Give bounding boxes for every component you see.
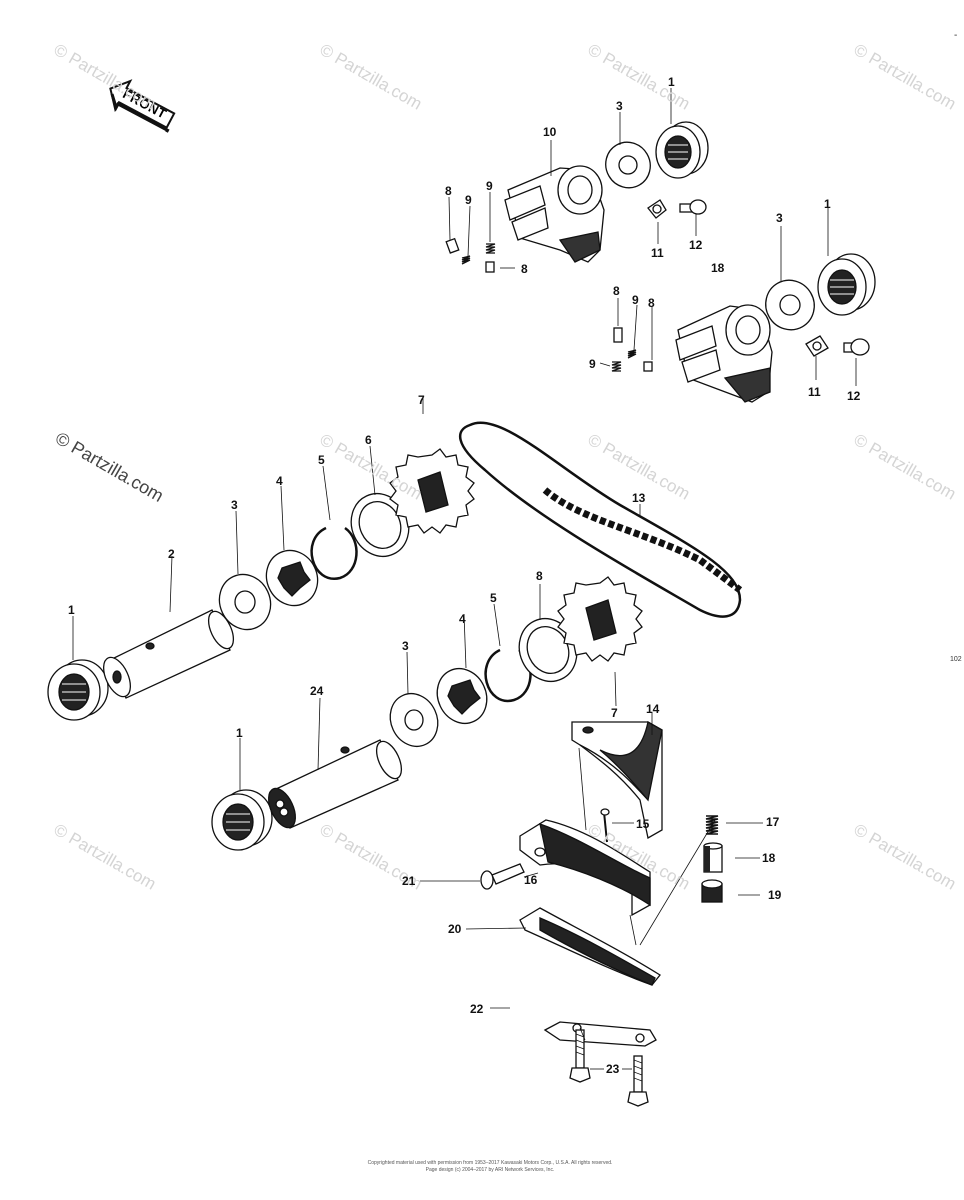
tensioner-body-18: [675, 304, 773, 403]
callout-part-number[interactable]: 9: [632, 293, 639, 307]
callout-part-number[interactable]: 9: [486, 179, 493, 193]
callout-part-number[interactable]: 21: [402, 874, 416, 888]
callout-part-number[interactable]: 13: [632, 491, 646, 505]
front-arrow-badge: FRONT: [99, 70, 183, 140]
spring-9-right: [611, 349, 637, 372]
plate-4-lower: [436, 668, 488, 724]
callout-part-number[interactable]: 9: [465, 193, 472, 207]
bolt-23-left: [569, 1029, 591, 1083]
front-arrow-icon: [109, 79, 176, 133]
callout-part-number[interactable]: 7: [611, 706, 618, 720]
shaft-2: [103, 609, 235, 699]
callout-part-number[interactable]: 3: [402, 639, 409, 653]
callout-part-number[interactable]: 1: [236, 726, 243, 740]
callout-part-number[interactable]: 8: [536, 569, 543, 583]
shaft-24: [268, 739, 403, 829]
callout-part-number[interactable]: 6: [365, 433, 372, 447]
callout-part-number[interactable]: 4: [459, 612, 466, 626]
pin-15: [600, 808, 610, 843]
copyright-notice: Copyrighted material used with permissio…: [340, 1160, 640, 1174]
ring-6-lower: [518, 618, 578, 682]
bracket-22: [543, 1021, 657, 1047]
bolt-12-right: [843, 338, 870, 356]
callout-part-number[interactable]: 22: [470, 1002, 484, 1016]
ring-6-upper: [350, 493, 410, 557]
callout-part-number[interactable]: 1: [824, 197, 831, 211]
callout-part-number[interactable]: 12: [689, 238, 703, 252]
callout-part-number[interactable]: 24: [310, 684, 324, 698]
callout-part-number[interactable]: 5: [318, 453, 325, 467]
guide-14: [571, 720, 663, 840]
copyright-line-1: Copyrighted material used with permissio…: [367, 1160, 613, 1166]
bearing-1-right: [817, 253, 876, 316]
callout-part-number[interactable]: 2: [168, 547, 175, 561]
callout-part-number[interactable]: 16: [524, 873, 538, 887]
assembly-lines: [578, 747, 716, 1041]
pin-8-right: [613, 327, 653, 372]
callout-part-number[interactable]: 3: [616, 99, 623, 113]
nut-11-top: [647, 199, 667, 219]
edge-code: 102: [950, 656, 962, 663]
leader-lines: [72, 88, 857, 1070]
callout-part-number[interactable]: 17: [766, 815, 780, 829]
callout-part-number[interactable]: 11: [651, 246, 664, 260]
bolt-23-right: [627, 1055, 649, 1107]
nut-11-right: [805, 335, 829, 357]
callout-part-number[interactable]: 20: [448, 922, 462, 936]
sprocket-7-upper: [389, 448, 475, 534]
washer-3-lower: [389, 693, 439, 747]
spring-9-top: [461, 243, 496, 265]
pad-20: [519, 907, 661, 986]
callout-part-number[interactable]: 8: [445, 184, 452, 198]
bolt-21: [480, 863, 525, 890]
plate-4-upper: [265, 549, 319, 607]
bolt-12-top: [679, 199, 707, 215]
callout-part-number[interactable]: 10: [543, 125, 557, 139]
callout-part-number[interactable]: 18: [762, 851, 776, 865]
callout-part-number[interactable]: 14: [646, 702, 660, 716]
tensioner-body-10-top: [504, 165, 605, 263]
callout-part-number[interactable]: 18: [711, 261, 725, 275]
bearing-1-left: [47, 659, 109, 721]
callout-part-number[interactable]: 19: [768, 888, 782, 902]
callout-part-number[interactable]: 5: [490, 591, 497, 605]
callout-part-number[interactable]: 1: [68, 603, 75, 617]
copyright-line-2: Page design (c) 2004–2017 by ARI Network…: [425, 1166, 555, 1173]
callout-part-number[interactable]: 8: [613, 284, 620, 298]
sprocket-7-lower: [557, 576, 643, 662]
callout-part-number[interactable]: 3: [776, 211, 783, 225]
edge-mark: -: [954, 30, 958, 41]
callout-part-number[interactable]: 8: [648, 296, 655, 310]
chain-13: [458, 421, 743, 618]
sleeve-18: [703, 842, 723, 873]
callout-part-number[interactable]: 7: [418, 393, 425, 407]
circlip-5-upper: [310, 526, 358, 580]
washer-3-right: [765, 279, 815, 331]
arm-16: [519, 819, 651, 917]
washer-3-upper: [218, 573, 272, 631]
callout-part-number[interactable]: 4: [276, 474, 283, 488]
callout-part-number[interactable]: 12: [847, 389, 861, 403]
washer-3-top: [605, 141, 651, 189]
callout-part-number[interactable]: 11: [808, 385, 821, 399]
callout-part-number[interactable]: 8: [521, 262, 528, 276]
cap-19: [701, 879, 723, 903]
callout-part-number[interactable]: 1: [668, 75, 675, 89]
callout-part-number[interactable]: 9: [589, 357, 596, 371]
callout-part-number[interactable]: 15: [636, 817, 650, 831]
bearing-1-top: [655, 121, 709, 179]
pin-8-top: [445, 237, 495, 273]
callout-part-number[interactable]: 3: [231, 498, 238, 512]
bearing-1-lower: [211, 789, 273, 851]
callout-part-number[interactable]: 23: [606, 1062, 620, 1076]
